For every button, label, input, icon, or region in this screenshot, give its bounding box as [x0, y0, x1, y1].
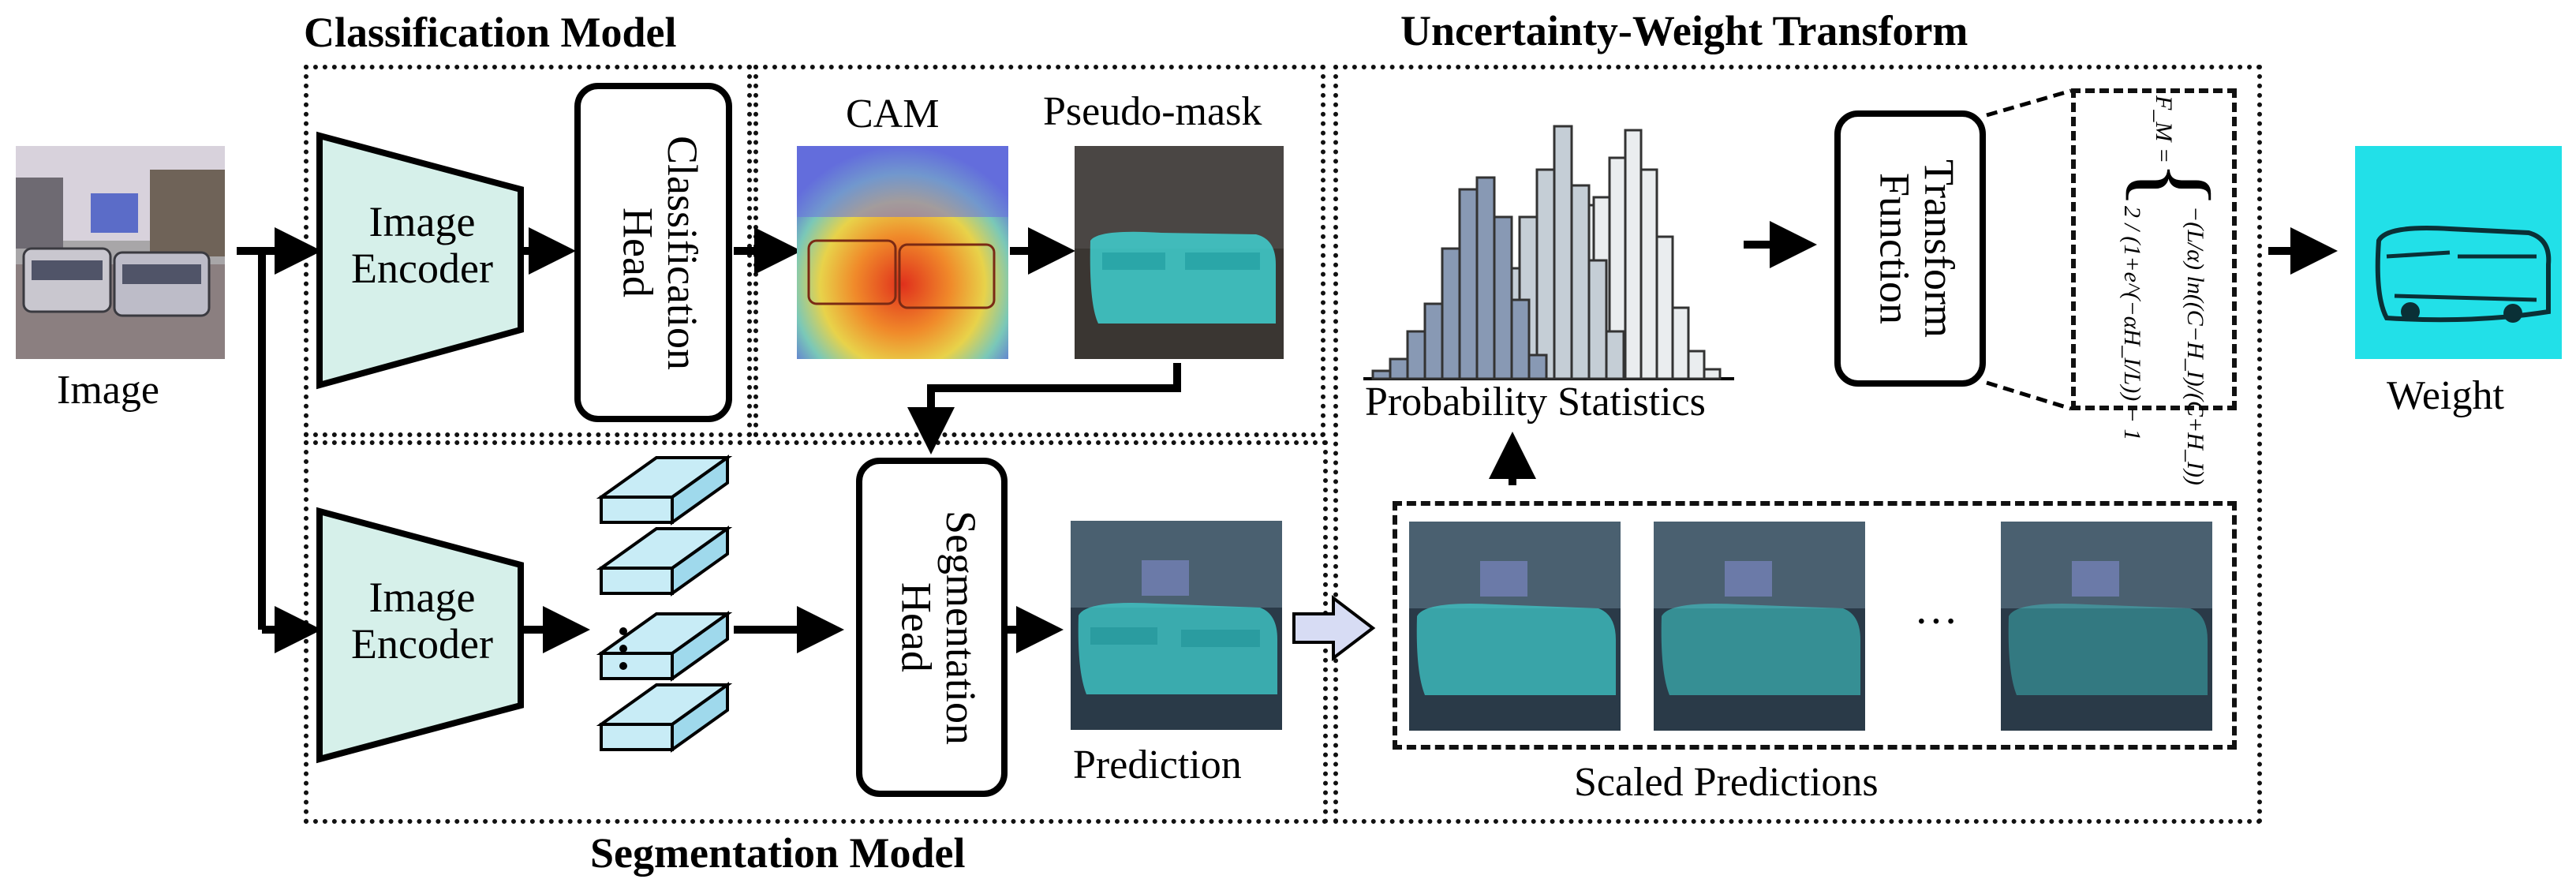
formula-case-1: −(L/α) ln((C−H_I)/(C+H_I)) [2182, 206, 2208, 485]
scaled-predictions-ellipsis: ··· [1914, 597, 1958, 646]
input-image [16, 146, 225, 359]
uncertainty-weight-transform-frame [1333, 65, 2262, 824]
pseudo-mask-image [1075, 146, 1284, 359]
formula-case-2: 2 / (1+e^(−αH_I/L)) − 1 [2119, 206, 2145, 441]
scaled-prediction-2 [1654, 522, 1865, 731]
cam-image [797, 146, 1008, 359]
classification-model-title: Classification Model [304, 9, 677, 56]
scaled-predictions-box: ··· [1393, 501, 2237, 750]
image-encoder-bottom: Image Encoder [351, 574, 493, 668]
prediction-label: Prediction [1073, 743, 1242, 787]
zoom-line-top [1986, 88, 2072, 118]
transform-function-label: Transform Function [1871, 159, 1963, 339]
image-encoder-top: Image Encoder [351, 198, 493, 293]
block-arrow-to-scaled-predictions [1292, 594, 1376, 662]
scaled-prediction-1 [1409, 522, 1621, 731]
probability-statistics-label: Probability Statistics [1365, 380, 1706, 425]
segmentation-head-label: Segmentation Head [892, 510, 985, 745]
zoom-line-bottom [1986, 380, 2072, 411]
arrow-pseudo-mask-to-seg-head [907, 363, 1181, 455]
classification-head-box: Classification Head [574, 83, 732, 422]
formula-lhs: F_M = [2151, 95, 2177, 164]
uncertainty-weight-transform-title: Uncertainty-Weight Transform [1400, 7, 1968, 54]
cam-label: CAM [846, 92, 940, 137]
formula-brace: { [2117, 160, 2230, 210]
image-label: Image [57, 368, 159, 413]
scaled-prediction-n [2001, 522, 2212, 731]
weight-image [2355, 146, 2562, 359]
transform-function-box: Transform Function [1834, 110, 1986, 387]
image-encoder-bottom-shape [316, 507, 524, 764]
segmentation-head-box: Segmentation Head [856, 458, 1008, 797]
image-encoder-top-shape [316, 131, 524, 390]
weight-label: Weight [2387, 373, 2504, 418]
scaled-predictions-label: Scaled Predictions [1574, 760, 1879, 805]
pseudo-mask-label: Pseudo-mask [1043, 89, 1262, 134]
transform-formula: F_M = { −(L/α) ln((C−H_I)/(C+H_I)) 2 / (… [2075, 95, 2233, 485]
probability-histogram [1363, 125, 1734, 380]
formula-box: F_M = { −(L/α) ln((C−H_I)/(C+H_I)) 2 / (… [2071, 88, 2237, 485]
segmentation-model-title: Segmentation Model [590, 829, 966, 877]
classification-head-label: Classification Head [614, 135, 706, 370]
feature-maps-icon [596, 454, 733, 753]
prediction-image [1071, 521, 1282, 730]
